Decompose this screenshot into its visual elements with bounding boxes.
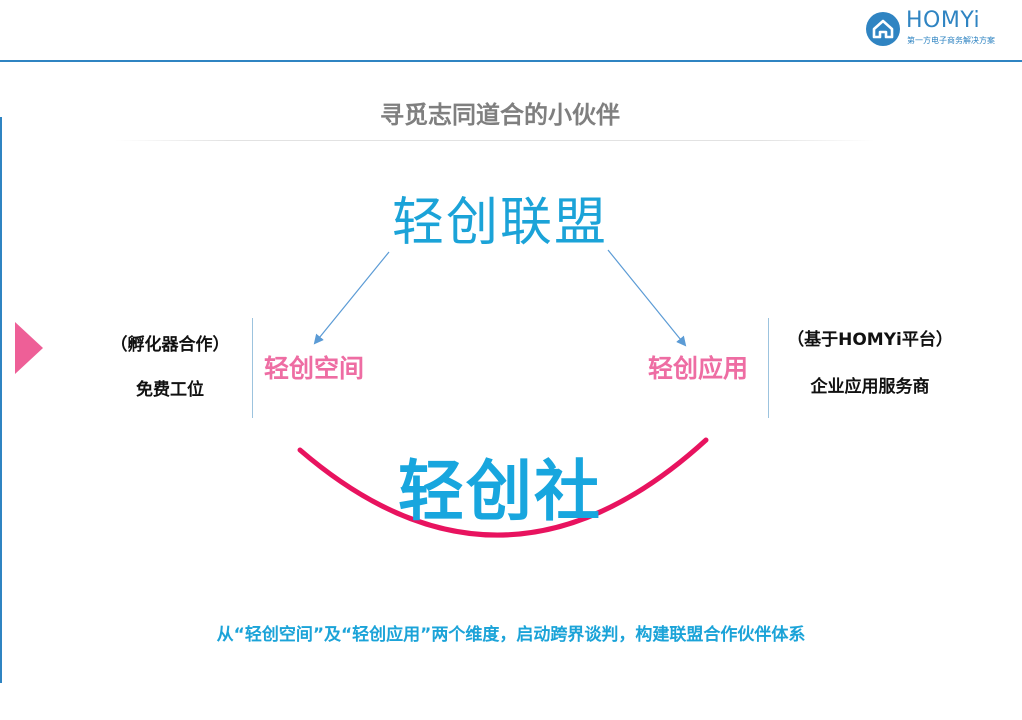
club-title: 轻创社 (398, 453, 602, 530)
bottom-statement: 从“轻创空间”及“轻创应用”两个维度，启动跨界谈判，构建联盟合作伙伴体系 (216, 625, 806, 645)
incubator-note: （孵化器合作） (110, 335, 230, 355)
platform-note: （基于HOMYi平台） (787, 330, 953, 350)
arrow-to-space (313, 251, 390, 345)
page-title: 寻觅志同道合的小伙伴 (380, 101, 620, 129)
space-label: 轻创空间 (264, 354, 365, 383)
header-divider (0, 60, 1022, 62)
app-label: 轻创应用 (648, 354, 749, 383)
logo-name: HOMYi (906, 8, 981, 33)
homyi-logo[interactable]: HOMYi 第一方电子商务解决方案 (866, 8, 1016, 50)
right-divider (768, 318, 769, 418)
service-provider-text: 企业应用服务商 (810, 377, 930, 397)
title-divider (115, 140, 875, 141)
free-desk-text: 免费工位 (136, 380, 204, 400)
logo-tagline: 第一方电子商务解决方案 (907, 36, 995, 45)
club-arc (297, 437, 709, 538)
left-accent-line (0, 117, 2, 683)
house-icon (866, 12, 900, 46)
left-divider (252, 318, 253, 418)
alliance-title: 轻创联盟 (391, 193, 608, 253)
arrow-to-app (607, 249, 687, 347)
pink-triangle-icon (15, 322, 43, 374)
